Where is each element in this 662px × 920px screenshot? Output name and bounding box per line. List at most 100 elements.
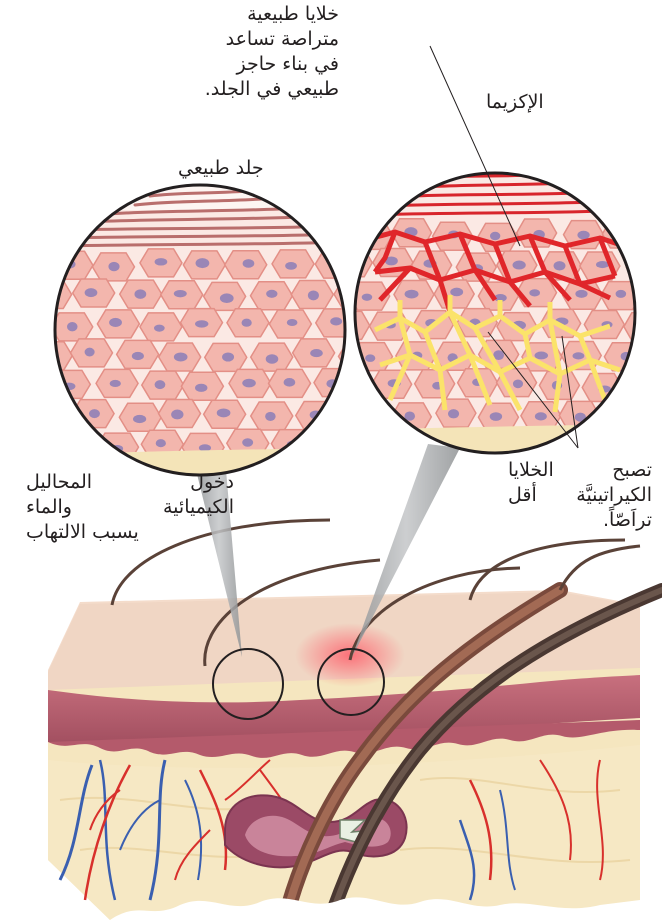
cell-nucleus	[529, 289, 540, 296]
cell	[624, 313, 662, 341]
cell-nucleus	[132, 352, 144, 360]
keratin-line-2: الكيراتينيَّة أقل	[508, 483, 652, 508]
cell-nucleus	[171, 410, 183, 420]
cell-nucleus	[554, 261, 566, 270]
cell-nucleus	[265, 412, 276, 421]
cell-nucleus	[67, 322, 78, 331]
cell-nucleus	[196, 258, 210, 268]
cell-nucleus	[85, 348, 95, 357]
cell	[52, 430, 94, 458]
cell-nucleus	[220, 293, 234, 303]
cell-nucleus	[242, 379, 256, 388]
cell-nucleus	[174, 352, 188, 361]
cell-nucleus	[490, 232, 500, 240]
cell-nucleus	[133, 415, 146, 423]
cell	[315, 250, 357, 278]
cell-nucleus	[405, 290, 419, 299]
cell-nucleus	[242, 319, 252, 327]
cell	[335, 400, 377, 428]
normal-cells-label: خلايا طبيعية متراصة تساعد في بناء حاجز ط…	[205, 2, 339, 102]
cell-nucleus	[360, 415, 374, 423]
cell	[312, 431, 354, 459]
cell-nucleus	[287, 319, 298, 326]
irritants-label: دخول المحاليل الكيميائية والماء يسبب الا…	[26, 470, 234, 545]
cell-nucleus	[44, 410, 56, 418]
cell-nucleus	[641, 321, 653, 329]
eczema-label: الإكزيما	[486, 90, 544, 115]
cell-nucleus	[450, 288, 463, 297]
cell-nucleus	[344, 258, 358, 267]
cell-nucleus	[327, 439, 339, 446]
cell-nucleus	[155, 258, 168, 265]
cell-nucleus	[47, 291, 58, 299]
normal-skin-text: جلد طبيعي	[178, 156, 264, 181]
cell-nucleus	[639, 264, 652, 273]
cell-nucleus	[109, 318, 122, 327]
keratinocytes-label: تصبح الخلايا الكيراتينيَّة أقل تراَصّاً.	[508, 458, 652, 533]
skin-cross-section	[48, 520, 662, 920]
cell-nucleus	[285, 262, 297, 270]
cell-nucleus	[641, 380, 652, 389]
cell	[627, 372, 662, 400]
cell-nucleus	[575, 290, 587, 298]
normal-cells-line-1: خلايا طبيعية	[205, 2, 339, 27]
cell-nucleus	[349, 380, 361, 388]
cell-nucleus	[616, 290, 627, 298]
cell-nucleus	[614, 231, 628, 238]
cell-nucleus	[490, 412, 502, 421]
cell	[30, 342, 72, 370]
eczema-magnifier	[330, 170, 662, 460]
cell-nucleus	[108, 262, 119, 271]
cell-nucleus	[156, 439, 166, 447]
keratin-line-1: تصبح الخلايا	[508, 458, 652, 483]
cell-nucleus	[195, 384, 207, 392]
cell-nucleus	[535, 412, 547, 420]
cell-nucleus	[222, 352, 234, 361]
cell-nucleus	[577, 231, 589, 240]
normal-cells-line-3: في بناء حاجز	[205, 52, 339, 77]
cell-nucleus	[195, 320, 208, 327]
cell-nucleus	[266, 290, 277, 298]
cell-nucleus	[308, 290, 319, 300]
cell	[30, 281, 72, 309]
cell-nucleus	[217, 408, 231, 417]
cell-nucleus	[573, 352, 585, 359]
cell-nucleus	[513, 260, 526, 269]
irritants-line-3: يسبب الالتهاب	[26, 520, 234, 545]
cell-nucleus	[513, 379, 523, 388]
cell-nucleus	[242, 438, 253, 447]
cell-nucleus	[110, 380, 121, 387]
normal-skin-label: جلد طبيعي	[178, 156, 264, 181]
cell-nucleus	[284, 378, 296, 387]
cell	[349, 403, 389, 431]
eczema-text: الإكزيما	[486, 90, 544, 115]
cell-nucleus	[45, 350, 55, 360]
cell-nucleus	[174, 290, 187, 297]
cell	[332, 249, 372, 277]
cell-nucleus	[89, 409, 100, 418]
cell-nucleus	[85, 288, 98, 297]
cell-nucleus	[362, 294, 373, 301]
normal-skin-magnifier	[27, 180, 404, 480]
normal-cells-line-2: متراصة تساعد	[205, 27, 339, 52]
cell-nucleus	[365, 354, 375, 361]
cell-nucleus	[155, 380, 166, 389]
cell-nucleus	[330, 317, 342, 325]
cell-nucleus	[310, 349, 323, 357]
cell	[27, 402, 69, 430]
cell-nucleus	[535, 352, 549, 360]
cell	[602, 399, 642, 427]
cell	[602, 220, 642, 248]
irritants-line-2: الكيميائية والماء	[26, 495, 234, 520]
irritants-line-1: دخول المحاليل	[26, 470, 234, 495]
normal-cells-line-4: طبيعي في الجلد.	[205, 77, 339, 102]
cell-nucleus	[266, 354, 279, 363]
cell-nucleus	[64, 438, 76, 448]
cell-nucleus	[134, 289, 146, 299]
cell-nucleus	[243, 259, 255, 268]
cell-nucleus	[154, 325, 165, 332]
cell-nucleus	[370, 440, 384, 450]
cell-nucleus	[352, 411, 364, 420]
keratin-line-3: تراَصّاً.	[508, 508, 652, 533]
cell-nucleus	[448, 409, 459, 418]
